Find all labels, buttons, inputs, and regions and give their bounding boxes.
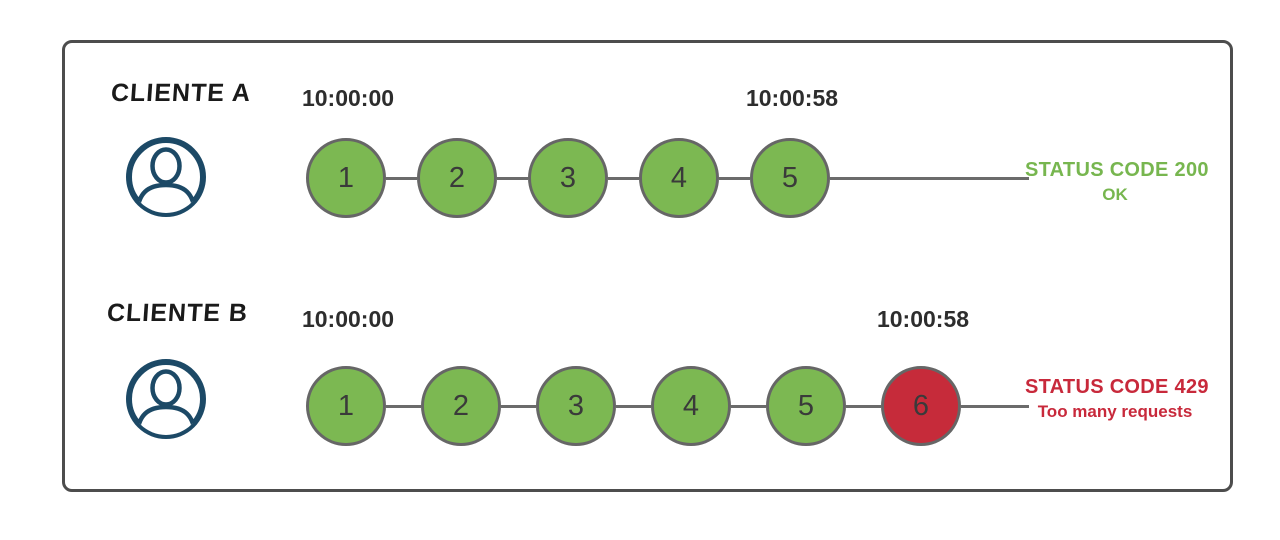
request-node-4: 4 bbox=[651, 366, 731, 446]
user-avatar-icon-svg bbox=[126, 359, 206, 439]
status-code-text-a: STATUS CODE 200 bbox=[1025, 159, 1209, 181]
timestamp-a-end: 10:00:58 bbox=[745, 85, 839, 111]
request-node-4: 4 bbox=[639, 138, 719, 218]
connector-line bbox=[608, 176, 639, 180]
connector-line bbox=[616, 404, 651, 408]
request-node-5: 5 bbox=[750, 138, 830, 218]
timestamp-a-start: 10:00:00 bbox=[301, 85, 395, 111]
request-node-5: 5 bbox=[766, 366, 846, 446]
timeline-tail-line bbox=[961, 404, 1029, 408]
request-node-2: 2 bbox=[417, 138, 497, 218]
user-avatar-icon bbox=[124, 135, 208, 219]
user-avatar-icon bbox=[124, 357, 208, 441]
connector-line bbox=[846, 404, 881, 408]
connector-line bbox=[386, 404, 421, 408]
request-node-1: 1 bbox=[306, 138, 386, 218]
connector-line bbox=[731, 404, 766, 408]
request-node-1: 1 bbox=[306, 366, 386, 446]
connector-line bbox=[501, 404, 536, 408]
timeline-tail-line bbox=[830, 176, 1029, 180]
connector-line bbox=[497, 176, 528, 180]
client-a-label: CLIENTE A bbox=[110, 79, 253, 107]
status-block-b: STATUS CODE 429 Too many requests bbox=[1025, 376, 1209, 422]
timestamp-b-end: 10:00:58 bbox=[876, 306, 970, 332]
request-node-3: 3 bbox=[528, 138, 608, 218]
connector-line bbox=[719, 176, 750, 180]
client-b-label: CLIENTE B bbox=[106, 299, 249, 327]
user-avatar-icon-svg bbox=[126, 137, 206, 217]
status-code-text-b: STATUS CODE 429 bbox=[1025, 376, 1209, 398]
request-node-2: 2 bbox=[421, 366, 501, 446]
status-description-text-a: OK bbox=[1102, 185, 1128, 204]
timestamp-b-start: 10:00:00 bbox=[301, 306, 395, 332]
status-block-a: STATUS CODE 200 OK bbox=[1025, 159, 1209, 205]
request-node-3: 3 bbox=[536, 366, 616, 446]
request-node-6: 6 bbox=[881, 366, 961, 446]
connector-line bbox=[386, 176, 417, 180]
status-description-text-b: Too many requests bbox=[1037, 402, 1193, 421]
